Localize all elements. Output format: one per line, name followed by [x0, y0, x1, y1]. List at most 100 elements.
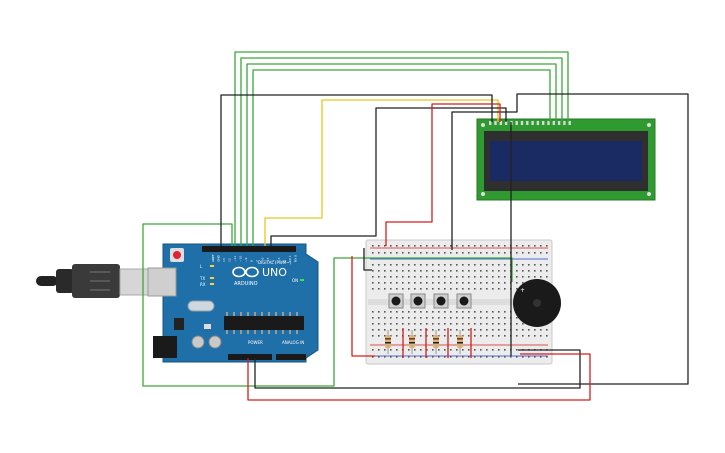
breadboard-hole	[462, 252, 464, 254]
breadboard-hole	[378, 323, 380, 325]
breadboard-hole	[546, 245, 548, 247]
breadboard-hole	[468, 288, 470, 290]
breadboard-hole	[408, 270, 410, 272]
push-button-2[interactable]	[410, 293, 426, 309]
breadboard-hole	[498, 264, 500, 266]
breadboard-hole	[438, 270, 440, 272]
breadboard-hole	[438, 356, 440, 358]
breadboard-hole	[504, 356, 506, 358]
breadboard-hole	[504, 323, 506, 325]
breadboard-hole	[540, 335, 542, 337]
breadboard-hole	[486, 335, 488, 337]
breadboard-hole	[450, 264, 452, 266]
breadboard-hole	[372, 276, 374, 278]
breadboard-hole	[456, 349, 458, 351]
breadboard-hole	[420, 276, 422, 278]
breadboard-hole	[408, 245, 410, 247]
breadboard-hole	[498, 356, 500, 358]
breadboard-hole	[444, 311, 446, 313]
lcd-header-pin	[557, 121, 561, 125]
breadboard-hole	[390, 288, 392, 290]
lcd-header-pin	[515, 121, 518, 125]
breadboard-hole	[378, 335, 380, 337]
breadboard-hole	[414, 329, 416, 331]
breadboard-hole	[492, 282, 494, 284]
breadboard-hole	[450, 335, 452, 337]
breadboard-hole	[432, 264, 434, 266]
breadboard-hole	[408, 311, 410, 313]
breadboard-hole	[426, 288, 428, 290]
breadboard-hole	[402, 311, 404, 313]
breadboard-hole	[468, 349, 470, 351]
breadboard-hole	[498, 245, 500, 247]
breadboard-hole	[372, 270, 374, 272]
breadboard-hole	[378, 356, 380, 358]
breadboard-hole	[402, 270, 404, 272]
breadboard-hole	[468, 264, 470, 266]
breadboard-hole	[456, 252, 458, 254]
push-button-1[interactable]	[388, 293, 404, 309]
breadboard-hole	[414, 335, 416, 337]
breadboard-hole	[540, 270, 542, 272]
breadboard-hole	[414, 245, 416, 247]
breadboard-hole	[456, 288, 458, 290]
breadboard-hole	[384, 276, 386, 278]
breadboard-hole	[402, 245, 404, 247]
breadboard-hole	[468, 335, 470, 337]
lcd-header-pin	[526, 121, 529, 125]
breadboard-hole	[450, 329, 452, 331]
breadboard-hole	[426, 245, 428, 247]
breadboard-hole	[432, 270, 434, 272]
resistor-1	[385, 330, 391, 354]
breadboard-hole	[456, 317, 458, 319]
breadboard-hole	[372, 264, 374, 266]
breadboard-hole	[450, 282, 452, 284]
breadboard-hole	[408, 276, 410, 278]
breadboard-hole	[486, 329, 488, 331]
breadboard-hole	[390, 252, 392, 254]
breadboard-hole	[444, 282, 446, 284]
arduino-model-label: UNO	[262, 266, 287, 279]
l-led-label: L	[200, 264, 203, 269]
breadboard-hole	[384, 288, 386, 290]
breadboard-hole	[426, 270, 428, 272]
breadboard-hole	[396, 252, 398, 254]
breadboard-hole	[402, 282, 404, 284]
breadboard-hole	[420, 264, 422, 266]
arduino-board: UNO ARDUINO DIGITAL (PWM~) POWER ANALOG …	[147, 243, 319, 363]
breadboard-hole	[486, 317, 488, 319]
digital-pin-label: ~5	[266, 257, 270, 262]
breadboard-hole	[534, 245, 536, 247]
breadboard-hole	[462, 245, 464, 247]
breadboard-hole	[522, 282, 524, 284]
breadboard-hole	[438, 288, 440, 290]
breadboard-hole	[540, 276, 542, 278]
breadboard-hole	[438, 323, 440, 325]
push-button-4[interactable]	[456, 293, 472, 309]
push-button-3[interactable]	[433, 293, 449, 309]
breadboard-hole	[504, 349, 506, 351]
breadboard-hole	[504, 317, 506, 319]
breadboard-hole	[522, 335, 524, 337]
breadboard-hole	[498, 349, 500, 351]
breadboard-hole	[468, 323, 470, 325]
breadboard-hole	[516, 270, 518, 272]
breadboard-hole	[414, 349, 416, 351]
breadboard-hole	[444, 317, 446, 319]
digital-pin-label: TX 1	[288, 255, 292, 263]
breadboard-hole	[438, 264, 440, 266]
breadboard-hole	[408, 282, 410, 284]
breadboard-hole	[396, 270, 398, 272]
breadboard-hole	[498, 311, 500, 313]
breadboard-hole	[468, 356, 470, 358]
breadboard-hole	[504, 282, 506, 284]
breadboard-hole	[384, 270, 386, 272]
breadboard-hole	[414, 270, 416, 272]
breadboard-hole	[456, 356, 458, 358]
breadboard-hole	[426, 311, 428, 313]
breadboard-hole	[450, 349, 452, 351]
breadboard-hole	[426, 264, 428, 266]
breadboard-hole	[462, 323, 464, 325]
breadboard-hole	[420, 356, 422, 358]
breadboard-hole	[546, 329, 548, 331]
